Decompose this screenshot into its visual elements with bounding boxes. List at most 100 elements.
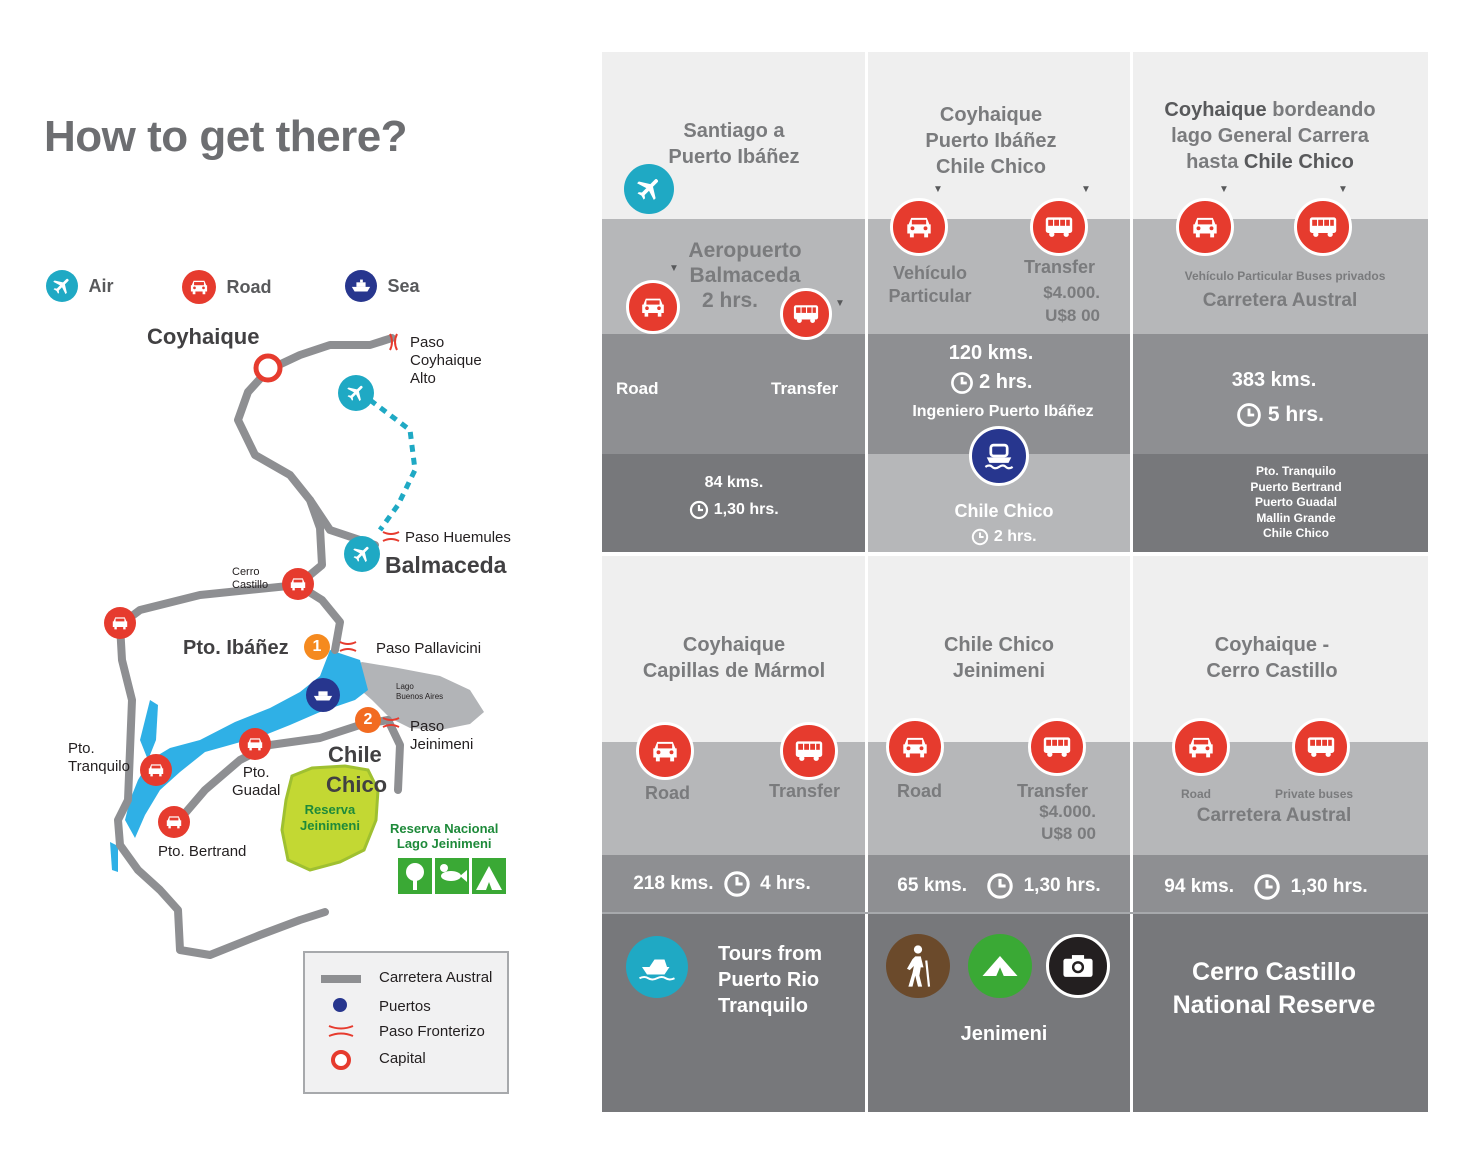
tree-icon xyxy=(398,858,432,894)
tent-icon xyxy=(472,858,506,894)
bus-icon[interactable] xyxy=(1294,198,1352,256)
lago-buenos-aires-shape xyxy=(340,662,484,730)
legend-road: Road xyxy=(182,270,271,304)
route-marker-2: 2 xyxy=(355,707,381,733)
row-divider xyxy=(602,552,1428,556)
car-icon[interactable] xyxy=(886,718,944,776)
card2-place: Ingeniero Puerto Ibáñez xyxy=(912,403,1094,420)
label-coyhaique: Coyhaique xyxy=(147,324,260,349)
row-divider xyxy=(602,912,1428,914)
car-icon xyxy=(239,728,271,760)
boat-tour-icon xyxy=(626,936,688,998)
label-pto-tranquilo: Pto.Tranquilo xyxy=(68,740,130,775)
bus-icon[interactable] xyxy=(1292,718,1350,776)
card6-buses-label: Private buses xyxy=(1275,787,1354,801)
bus-icon[interactable] xyxy=(1030,198,1088,256)
car-icon xyxy=(140,754,172,786)
clock-icon xyxy=(1254,874,1281,900)
car-icon xyxy=(182,270,216,304)
car-icon xyxy=(158,806,190,838)
card4-route-bg xyxy=(602,855,866,913)
airplane-icon xyxy=(338,375,374,411)
down-arrow-icon: ▼ xyxy=(933,184,943,195)
road-coyhaique-south xyxy=(234,366,326,589)
car-icon[interactable] xyxy=(1172,718,1230,776)
card2-dest-time: 2 hrs. xyxy=(886,524,1122,550)
car-icon[interactable] xyxy=(1176,198,1234,256)
card4-header-bg xyxy=(602,556,866,742)
key-capital-label: Capital xyxy=(379,1050,426,1067)
card2-header-bg xyxy=(866,52,1132,219)
border-marker-pallavicini xyxy=(339,641,357,652)
car-icon[interactable] xyxy=(636,722,694,780)
map-key: Carretera Austral Puertos Paso Fronteriz… xyxy=(303,951,509,1094)
clock-icon xyxy=(950,371,973,394)
down-arrow-icon: ▼ xyxy=(835,298,845,309)
route-marker-1: 1 xyxy=(304,634,330,660)
card6-distance-time: 94 kms. 1,30 hrs. xyxy=(1132,873,1400,901)
legend-air-label: Air xyxy=(88,275,114,296)
lago-arm-shape xyxy=(140,700,158,760)
clock-icon xyxy=(690,500,709,519)
fish-icon xyxy=(435,858,469,894)
legend-road-label: Road xyxy=(226,276,272,297)
down-arrow-icon: ▼ xyxy=(1081,184,1091,195)
card3-title: Coyhaique bordeando lago General Carrera… xyxy=(1164,99,1376,173)
card2-kms: 120 kms. xyxy=(948,342,1034,364)
card4-distance-time: 218 kms. 4 hrs. xyxy=(602,870,842,898)
card5-distance-time: 65 kms. 1,30 hrs. xyxy=(866,872,1132,900)
border-marker-jeinimeni xyxy=(382,717,400,728)
camping-icon xyxy=(968,934,1032,998)
card4-transfer-label: Transfer xyxy=(769,781,841,801)
label-paso-pallavicini: Paso Pallavicini xyxy=(376,640,482,657)
card5-place: Jenimeni xyxy=(960,1023,1048,1045)
legend-sea: Sea xyxy=(345,270,419,302)
road-lake-south xyxy=(171,716,404,829)
bus-icon[interactable] xyxy=(780,288,832,340)
card5-price: $4.000.U$8 00 xyxy=(1039,802,1096,843)
card4-road-label: Road xyxy=(645,783,690,803)
card1-time-bg xyxy=(602,454,866,554)
card6-title: Coyhaique -Cerro Castillo xyxy=(1206,634,1338,682)
card1-route-bg xyxy=(602,334,866,454)
border-marker-huemules xyxy=(382,531,400,542)
legend-sea-label: Sea xyxy=(387,275,420,296)
key-carretera-label: Carretera Austral xyxy=(379,969,493,986)
card2-time: 2 hrs. xyxy=(866,369,1116,395)
card3-time: 5 hrs. xyxy=(1132,402,1428,428)
card2-destination: Chile Chico xyxy=(954,501,1054,521)
bus-icon[interactable] xyxy=(1028,718,1086,776)
card1-transfer-label: Transfer xyxy=(771,379,839,398)
car-icon[interactable] xyxy=(890,198,948,256)
card3-kms: 383 kms. xyxy=(1231,369,1317,391)
hiking-icon xyxy=(886,934,950,998)
label-pto-guadal: Pto.Guadal xyxy=(232,764,281,799)
key-port-dot xyxy=(333,998,347,1012)
label-paso-huemules: Paso Huemules xyxy=(405,529,511,546)
column-divider xyxy=(865,52,868,1112)
airplane-icon xyxy=(344,536,380,572)
ship-icon xyxy=(969,426,1029,486)
car-icon[interactable] xyxy=(626,280,680,334)
clock-icon xyxy=(724,871,750,897)
card2-price: $4.000.U$8 00 xyxy=(1043,283,1100,325)
card5-header-bg xyxy=(866,556,1132,742)
ship-icon xyxy=(345,270,377,302)
clock-icon xyxy=(1237,403,1261,428)
key-road-swatch xyxy=(321,975,361,983)
bus-icon[interactable] xyxy=(780,722,838,780)
key-paso-label: Paso Fronterizo xyxy=(379,1023,485,1040)
airplane-icon xyxy=(46,270,78,302)
